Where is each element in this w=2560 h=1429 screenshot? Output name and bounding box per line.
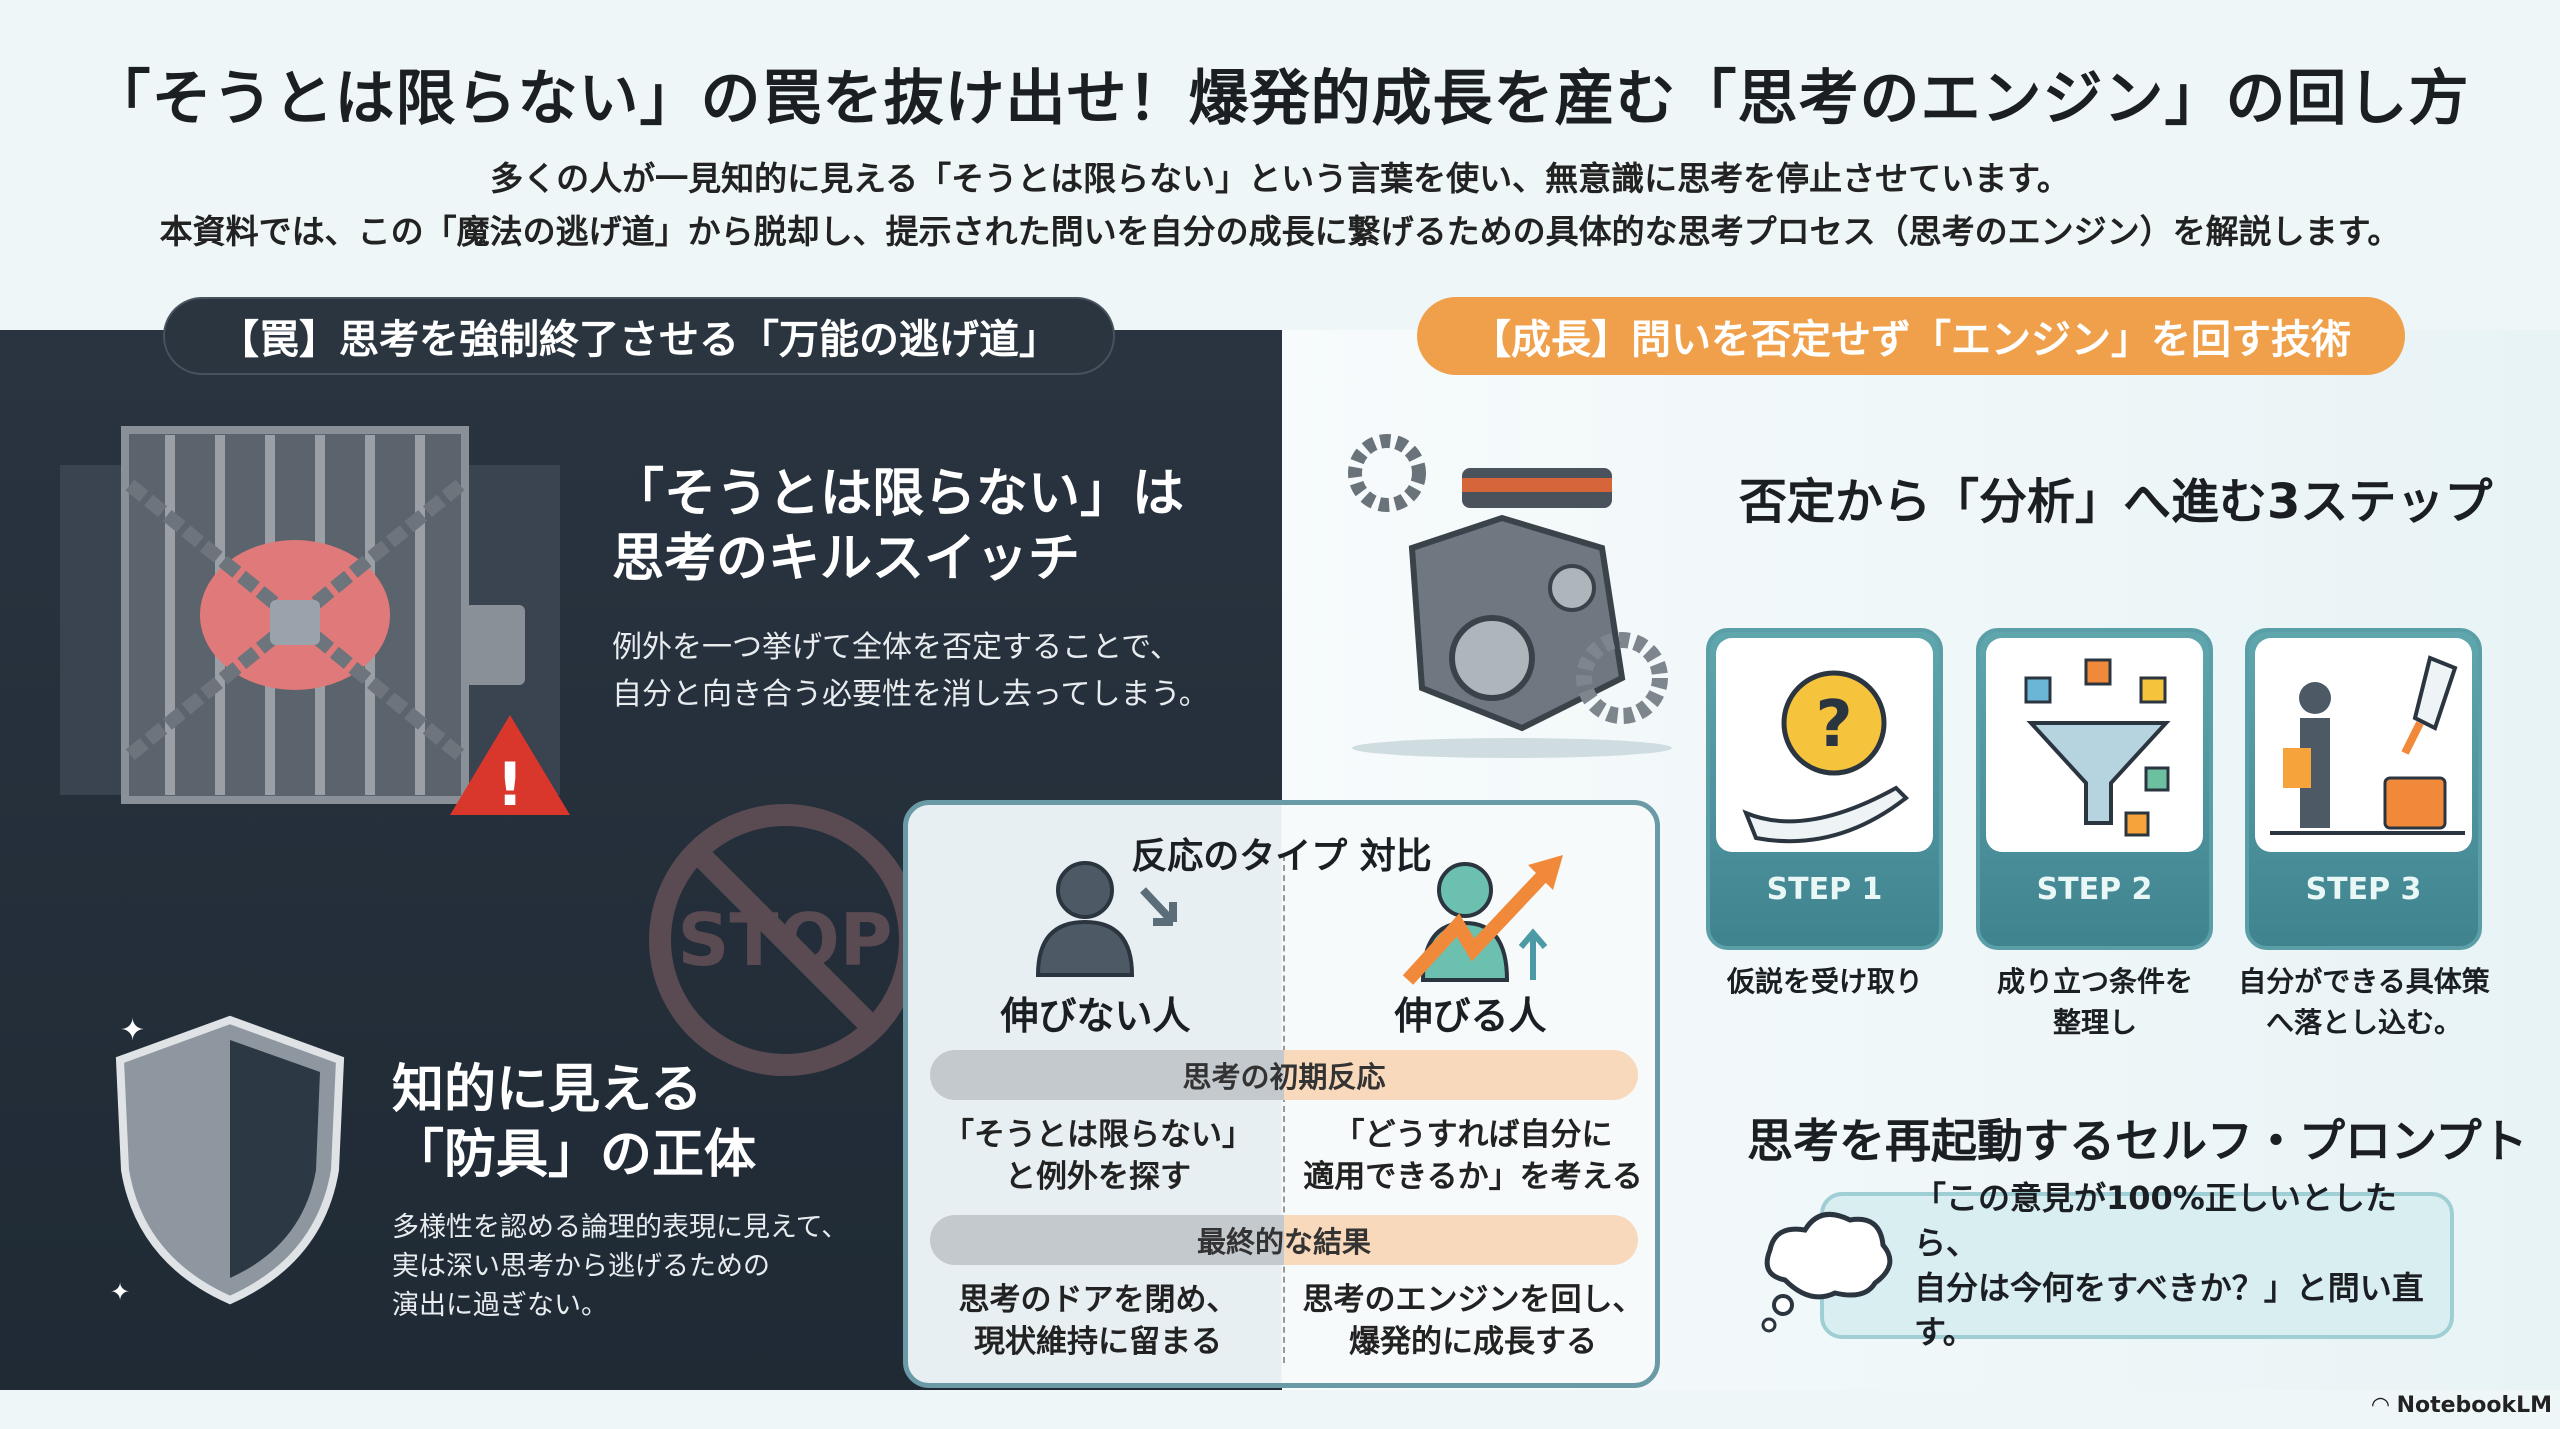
step-label: STEP 3 (2305, 872, 2422, 907)
subtitle-line-1: 多くの人が一見知的に見える「そうとは限らない」という言葉を使い、無意識に思考を停… (490, 159, 2070, 198)
jail-brain-icon: ! (60, 426, 570, 820)
non-growing-result: 思考のドアを閉め、現状維持に留まる (958, 1282, 1238, 1360)
step-label: STEP 2 (2036, 872, 2153, 907)
growing-result: 思考のエンジンを回し、爆発的に成長する (1302, 1282, 1644, 1360)
killswitch-heading: 「そうとは限らない」は 思考のキルスイッチ (612, 462, 1184, 592)
step-caption-2: 成り立つ条件を整理し (1996, 965, 2193, 1039)
step-caption-3: 自分ができる具体策へ落とし込む。 (2238, 965, 2490, 1039)
body-line: 例外を一つ挙げて全体を否定することで、 (612, 630, 1180, 665)
steps-title: 否定から「分析」へ進む3ステップ (1739, 474, 2493, 530)
svg-text:✦: ✦ (110, 1278, 130, 1306)
shield-icon: ✦✦ (110, 1013, 345, 1306)
self-prompt-box: 「この意見が100%正しいとしたら、 自分は今何をすべきか？」と問い直す。 (1820, 1179, 2454, 1351)
step-card-3: STEP 3 (2245, 628, 2482, 950)
comparison-title: 反応のタイプ 対比 (1131, 836, 1432, 877)
trap-header: 【罠】思考を強制終了させる「万能の逃げ道」 (163, 297, 1115, 375)
brand-logo: ◠ NotebookLM (2372, 1393, 2552, 1418)
heading-line: 思考のキルスイッチ (612, 529, 1081, 589)
funnel-icon (2024, 658, 2171, 837)
svg-text:?: ? (1815, 688, 1852, 762)
prompt-line: 自分は今何をすべきか？」と問い直す。 (1914, 1268, 2424, 1352)
person-growth-icon (1403, 855, 1563, 985)
heading-line: 知的に見える (392, 1060, 703, 1120)
prompt-line: 「この意見が100%正しいとしたら、 (1914, 1178, 2397, 1262)
shield-heading: 知的に見える 「防具」の正体 (392, 1058, 756, 1188)
person-down-icon (1035, 861, 1177, 977)
heading-line: 「防具」の正体 (392, 1125, 757, 1185)
svg-text:!: ! (496, 750, 523, 820)
body-line: 演出に過ぎない。 (392, 1290, 608, 1322)
divider (1283, 855, 1285, 1363)
shield-body: 多様性を認める論理的表現に見えて、 実は深い思考から逃げるための 演出に過ぎない… (392, 1208, 848, 1325)
rocket-person-icon (2270, 655, 2465, 835)
growing-reaction: 「どうすれば自分に適用できるか」を考える (1303, 1117, 1643, 1195)
subtitle-line-2: 本資料では、この「魔法の逃げ道」から脱却し、提示された問いを自分の成長に繋げるた… (159, 212, 2401, 251)
final-result-band: 最終的な結果 (930, 1215, 1638, 1265)
svg-text:STOP: STOP (678, 898, 893, 982)
step-caption-1: 仮説を受け取り (1726, 965, 1923, 998)
non-growing-label: 伸びない人 (1000, 994, 1191, 1038)
non-growing-reaction: 「そうとは限らない」と例外を探す (943, 1117, 1253, 1195)
question-hand-icon: ? (1742, 670, 1910, 844)
step-card-1: ? STEP 1 (1706, 628, 1943, 950)
initial-reaction-band: 思考の初期反応 (930, 1050, 1638, 1100)
page-title: 「そうとは限らない」の罠を抜け出せ！爆発的成長を産む「思考のエンジン」の回し方 (90, 64, 2470, 134)
notebooklm-icon: ◠ (2372, 1393, 2397, 1418)
stop-sign-icon: STOP (649, 804, 921, 1076)
thought-cloud-icon (1761, 1211, 1893, 1333)
step-label: STEP 1 (1766, 872, 1883, 907)
step-card-2: STEP 2 (1976, 628, 2213, 950)
brand-name: NotebookLM (2396, 1393, 2553, 1418)
engine-icon (1348, 434, 1672, 758)
svg-text:✦: ✦ (120, 1013, 145, 1048)
comparison-card: 反応のタイプ 対比 伸びない人 伸びる人 思考の初期反応 「そうとは限らない」と… (903, 800, 1660, 1388)
body-line: 実は深い思考から逃げるための (392, 1251, 770, 1283)
body-line: 多様性を認める論理的表現に見えて、 (392, 1212, 849, 1243)
heading-line: 「そうとは限らない」は (612, 464, 1185, 524)
body-line: 自分と向き合う必要性を消し去ってしまう。 (612, 676, 1209, 712)
growing-label: 伸びる人 (1394, 994, 1547, 1038)
self-prompt-title: 思考を再起動するセルフ・プロンプト (1747, 1114, 2528, 1168)
killswitch-body: 例外を一つ挙げて全体を否定することで、 自分と向き合う必要性を消し去ってしまう。 (612, 625, 1209, 718)
growth-header: 【成長】問いを否定せず「エンジン」を回す技術 (1417, 297, 2405, 375)
